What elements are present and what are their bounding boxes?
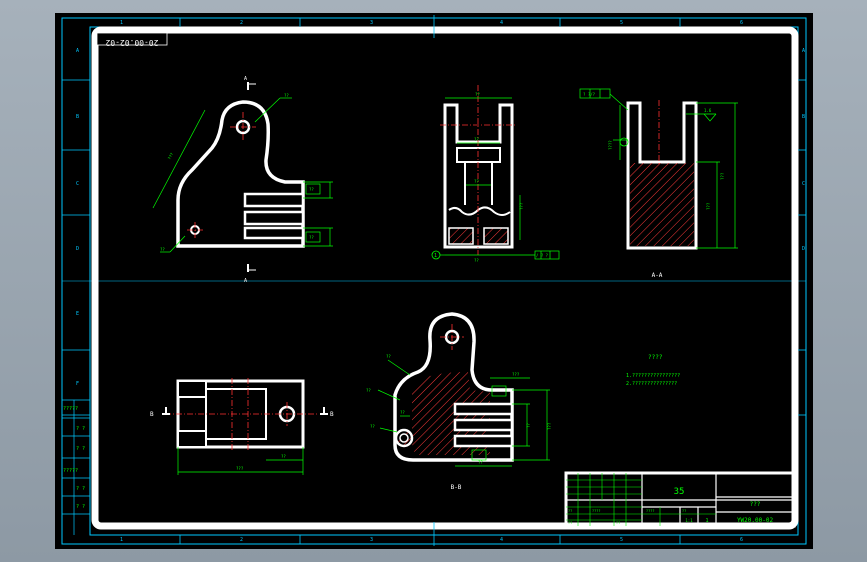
- section-b-marker: B: [330, 411, 334, 418]
- zone-row-label: A: [802, 48, 805, 54]
- sheet-border: [91, 26, 799, 530]
- datum-label: 1: [434, 253, 437, 259]
- title-block: ?????? ???? ?????? 35 ??? YW20.00-02 1 1…: [564, 471, 796, 528]
- section-a-a-view: ??? ??? ???? ? ?/? 1.6 A-A: [579, 88, 738, 279]
- svg-text:/ ? ?: / ? ?: [536, 253, 549, 258]
- zone-row-label: D: [76, 246, 79, 252]
- svg-text:??: ??: [474, 137, 479, 142]
- zone-col-label: 5: [620, 537, 623, 543]
- zone-col-label: 1: [120, 537, 123, 543]
- title-sheet-count: 1: [705, 518, 708, 524]
- zone-col-label: 2: [240, 537, 243, 543]
- svg-text:??: ??: [568, 509, 572, 513]
- section-a-caption: A-A: [652, 272, 663, 279]
- svg-text:????: ????: [646, 509, 654, 513]
- section-b-b-view: ??? ?? ?? ??? ???? ???? B-B: [366, 312, 552, 491]
- svg-text:??: ??: [568, 521, 572, 525]
- technical-notes: ???? 1.???????????????? 2.??????????????…: [626, 354, 680, 387]
- svg-text:??: ??: [284, 93, 289, 98]
- front-view: ??? ???? ???? A A: [152, 76, 333, 284]
- svg-text:??: ??: [366, 388, 371, 393]
- svg-text:??: ??: [309, 187, 314, 192]
- notes-line-1: 1.????????????????: [626, 373, 680, 379]
- left-strip-label: ? ?: [76, 446, 85, 452]
- svg-text:????: ????: [608, 140, 613, 150]
- zone-col-label: 3: [370, 537, 373, 543]
- svg-text:??: ??: [474, 179, 479, 184]
- svg-text:??: ??: [478, 460, 483, 465]
- zone-col-label: 6: [740, 20, 743, 26]
- section-a-marker: A: [244, 76, 247, 82]
- code-box: 20-00.02-02: [96, 32, 168, 47]
- section-b-marker: B: [150, 411, 154, 418]
- svg-text:??: ??: [475, 92, 480, 97]
- svg-text:???: ???: [512, 372, 520, 377]
- zone-row-label: C: [76, 181, 79, 187]
- svg-text:???: ???: [519, 202, 524, 210]
- zone-row-label: C: [802, 181, 805, 187]
- svg-text:????: ????: [592, 509, 600, 513]
- zone-ticks: [62, 15, 806, 546]
- zone-labels: 1 2 3 4 5 6 1 2 3 4 5 6 A B C D E F A B …: [76, 20, 805, 543]
- zone-row-label: E: [76, 311, 79, 317]
- zone-row-label: A: [76, 48, 79, 54]
- svg-text:???: ???: [167, 151, 175, 160]
- code-box-text: 20-00.02-02: [105, 38, 158, 47]
- zone-col-label: 4: [500, 537, 503, 543]
- svg-text:??: ??: [400, 410, 405, 415]
- zone-row-label: B: [76, 114, 79, 120]
- svg-text:??: ??: [160, 247, 165, 252]
- title-drawing-number: YW20.00-02: [737, 517, 774, 524]
- title-quantity: 35: [674, 487, 685, 497]
- svg-text:???: ???: [547, 422, 552, 430]
- zone-row-label: D: [802, 246, 805, 252]
- svg-text:??: ??: [616, 521, 620, 525]
- section-a-marker: A: [244, 278, 247, 284]
- zone-col-label: 3: [370, 20, 373, 26]
- title-part-name: ???: [750, 501, 761, 508]
- svg-text:??: ??: [682, 509, 686, 513]
- left-strip-label: ? ?: [76, 504, 85, 510]
- zone-col-label: 4: [500, 20, 503, 26]
- section-b-caption: B-B: [451, 484, 462, 491]
- zone-row-label: F: [76, 381, 79, 387]
- zone-col-label: 5: [620, 20, 623, 26]
- left-strip-label: ? ?: [76, 426, 85, 432]
- svg-text:??: ??: [281, 454, 286, 459]
- svg-text:??: ??: [474, 258, 479, 263]
- top-view: ????? B B: [150, 378, 334, 475]
- title-scale: 1:1: [685, 518, 693, 523]
- svg-text:??: ??: [309, 235, 314, 240]
- zone-col-label: 6: [740, 537, 743, 543]
- svg-text:???: ???: [236, 466, 244, 471]
- left-strip-label: ? ?: [76, 486, 85, 492]
- notes-line-2: 2.???????????????: [626, 381, 677, 387]
- svg-text:? ?/?: ? ?/?: [583, 92, 596, 97]
- svg-text:???: ???: [706, 202, 711, 210]
- zone-col-label: 2: [240, 20, 243, 26]
- svg-text:??: ??: [526, 423, 531, 428]
- zone-row-label: B: [802, 114, 805, 120]
- svg-text:1.6: 1.6: [704, 108, 712, 113]
- svg-text:??: ??: [370, 424, 375, 429]
- left-strip-table: ????? ? ? ? ? ????? ? ? ? ?: [62, 399, 90, 535]
- notes-title: ????: [648, 354, 663, 361]
- side-view: ???? ???? ??? / ? ? 1: [431, 85, 560, 263]
- zone-col-label: 1: [120, 20, 123, 26]
- svg-text:??: ??: [386, 354, 391, 359]
- left-strip-label: ?????: [63, 468, 78, 474]
- svg-text:???: ???: [720, 172, 725, 180]
- left-strip-label: ?????: [63, 406, 78, 412]
